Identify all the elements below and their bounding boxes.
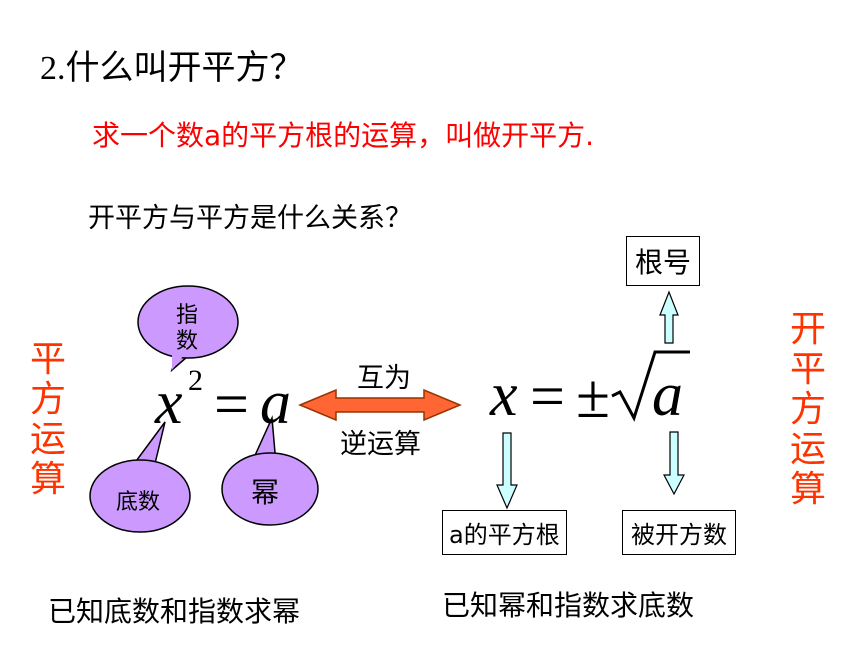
square-operation-label: 平方运算 [29,339,66,500]
plus-minus-sign: ± [576,363,611,431]
up-arrow [659,290,679,344]
base-bubble [89,421,191,533]
right-equals-sign: = [530,363,565,431]
radical-sign-box: 根号 [626,236,701,286]
power-bubble-label: 幂 [251,476,280,509]
arrow-label-bottom: 逆运算 [340,429,421,460]
root-variable: x [490,361,518,429]
heading: 2.什么叫开平方？ [40,50,304,87]
square-root-caption: 已知幂和指数求底数 [442,589,695,622]
square-root-box: a的平方根 [442,510,567,555]
exponent-value: 2 [188,364,203,397]
square-root-operation-label: 开平方运算 [789,309,826,510]
radicand-box: 被开方数 [622,510,736,555]
square-caption: 已知底数和指数求幂 [48,595,301,628]
exponent-bubble-label: 指数 [176,303,199,354]
power-variable: a [260,369,291,437]
definition-text: 求一个数a的平方根的运算，叫做开平方. [92,119,595,152]
exponent-bubble [137,285,239,373]
base-variable: x [155,369,183,437]
radical-sign [611,350,690,422]
arrow-label-top: 互为 [357,363,411,394]
down-arrow-right [663,431,685,496]
left-equals-sign: = [214,371,249,439]
down-arrow-left [496,432,518,510]
radicand-variable: a [652,361,683,429]
inverse-operation-arrow [298,388,462,422]
base-bubble-label: 底数 [116,490,161,515]
power-bubble [221,415,319,526]
relationship-question: 开平方与平方是什么关系？ [88,203,412,234]
